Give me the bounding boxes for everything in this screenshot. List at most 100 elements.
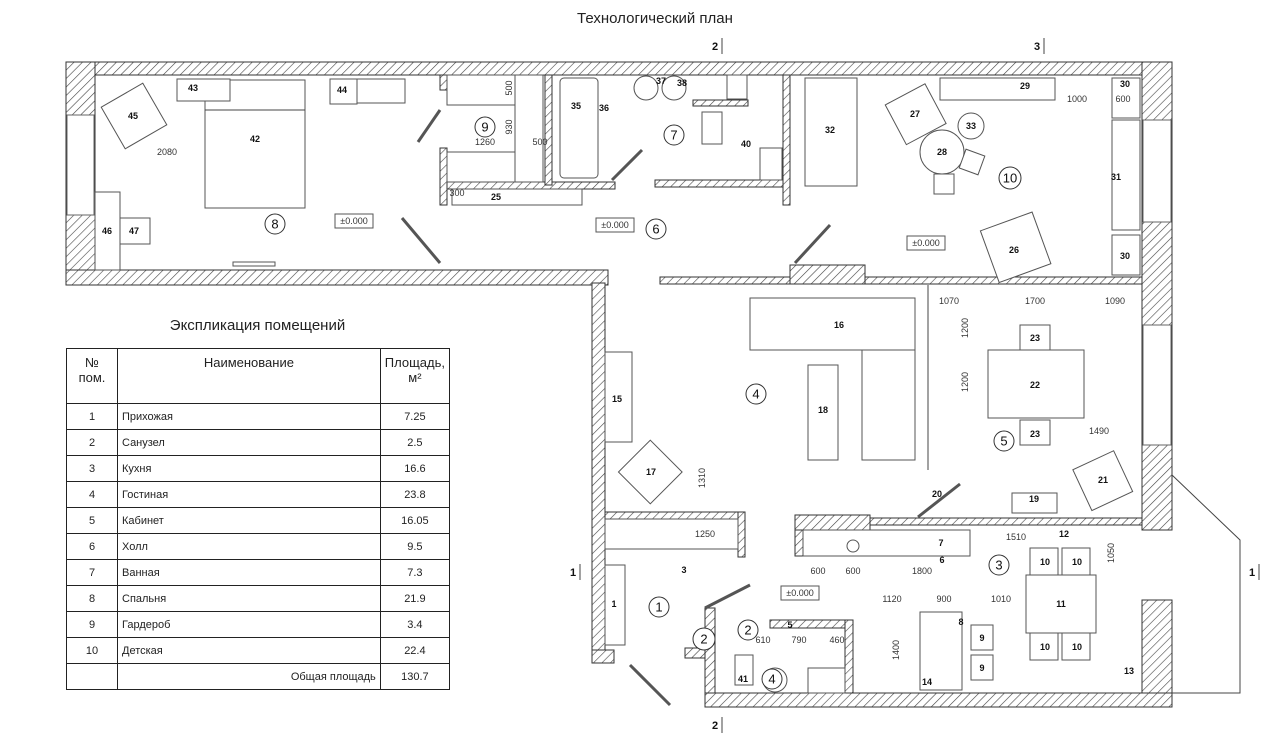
coffee-table — [807, 364, 839, 461]
room-mark-circle — [648, 596, 670, 618]
window — [1142, 119, 1172, 223]
bathtub — [559, 77, 599, 179]
furniture-mark: 17 — [646, 467, 656, 477]
bar-stool — [970, 624, 994, 651]
cell-area: 16.6 — [379, 455, 451, 482]
wall-bath-bottom — [654, 179, 786, 188]
section-mark: 1 — [1249, 567, 1255, 579]
dimension-label: 900 — [936, 594, 951, 604]
door-entrance[interactable] — [628, 663, 672, 707]
wall-kitchen-pier — [794, 514, 871, 531]
dimension-label: 1010 — [991, 594, 1011, 604]
dimension-label: 1260 — [475, 137, 495, 147]
dimension-label: 1510 — [1006, 532, 1026, 542]
cell-num: 6 — [66, 533, 118, 560]
furniture-mark: 26 — [1009, 245, 1019, 255]
room-mark-circle — [988, 554, 1010, 576]
cell-num: 7 — [66, 559, 118, 586]
room-mark-circle — [745, 383, 767, 405]
cell-num: 10 — [66, 637, 118, 664]
toilet — [701, 111, 723, 145]
cell-num: 3 — [66, 455, 118, 482]
wall-wc-left — [704, 607, 716, 699]
dimension-label-vertical: 1310 — [697, 468, 707, 488]
armchair — [617, 439, 683, 505]
level-mark: ±0.000 — [340, 216, 367, 226]
furniture-mark: 25 — [491, 192, 501, 202]
door-bath[interactable] — [610, 148, 644, 182]
furniture-mark: 33 — [966, 121, 976, 131]
level-mark-box — [906, 235, 946, 251]
chair — [1061, 547, 1091, 576]
furniture-mark: 3 — [681, 565, 686, 575]
nightstand — [176, 78, 231, 102]
shelf-29 — [939, 77, 1056, 101]
room-mark: 7 — [670, 128, 677, 143]
room-mark: 8 — [271, 217, 278, 232]
furniture-mark: 13 — [1124, 666, 1134, 676]
level-mark: ±0.000 — [786, 588, 813, 598]
kids-bed — [804, 77, 858, 187]
furniture-mark: 29 — [1020, 81, 1030, 91]
cell-name: Прихожая — [117, 403, 381, 430]
furniture-mark: 20 — [932, 489, 942, 499]
section-mark: 2 — [712, 720, 718, 732]
furniture-mark: 14 — [922, 677, 932, 687]
cell-area: 9.5 — [379, 533, 451, 560]
furniture-mark: 16 — [834, 320, 844, 330]
stool — [933, 173, 955, 195]
plan-title: Технологический план — [577, 10, 733, 27]
room-mark: 4 — [752, 387, 759, 402]
dimension-label: 1700 — [1025, 296, 1045, 306]
wall-bedroom-bottom — [65, 269, 609, 286]
door-wc[interactable] — [704, 583, 751, 610]
room-mark-circle — [692, 627, 716, 651]
cell-area: 2.5 — [379, 429, 451, 456]
door-kids[interactable] — [793, 223, 832, 265]
walls — [65, 61, 1241, 708]
section-mark: 1 — [570, 567, 576, 579]
furniture-mark: 15 — [612, 394, 622, 404]
furniture-mark: 8 — [958, 617, 963, 627]
col-area-label: Площадь, — [384, 355, 445, 370]
furniture-mark: 10 — [1040, 642, 1050, 652]
wc-cabinet — [807, 667, 846, 694]
door-closet[interactable] — [416, 109, 442, 143]
dimension-label: 1800 — [912, 566, 932, 576]
room-mark: 10 — [1003, 171, 1017, 186]
room-mark-circle — [645, 218, 667, 240]
armchair-21 — [1072, 450, 1134, 512]
cell-name: Ванная — [117, 559, 381, 586]
furniture-mark: 27 — [910, 109, 920, 119]
furniture-mark: 31 — [1111, 172, 1121, 182]
washer — [726, 74, 748, 100]
level-mark-box — [780, 585, 820, 601]
wall-right-lower — [1141, 599, 1173, 694]
dimension-label: 600 — [845, 566, 860, 576]
room-mark: 9 — [481, 120, 488, 135]
section-mark: 2 — [712, 41, 718, 53]
total-value: 130.7 — [379, 663, 451, 690]
balcony-outline — [1171, 474, 1241, 694]
furniture-mark: 23 — [1030, 429, 1040, 439]
wall-bottom — [704, 692, 1173, 708]
cell-area: 23.8 — [379, 481, 451, 508]
room-mark-circle — [761, 668, 783, 690]
chair — [1029, 632, 1059, 661]
furniture-mark: 19 — [1029, 494, 1039, 504]
doors — [400, 109, 961, 707]
door-bedroom[interactable] — [400, 217, 442, 264]
dimension-label: 790 — [791, 635, 806, 645]
furniture-mark: 28 — [937, 147, 947, 157]
dimension-label: 1250 — [695, 529, 715, 539]
dimension-label: 1090 — [1105, 296, 1125, 306]
door-kitchen[interactable] — [917, 482, 961, 519]
furniture-mark: 45 — [128, 111, 138, 121]
furniture-mark: 22 — [1030, 380, 1040, 390]
wall-wc-top — [769, 619, 853, 629]
furniture-mark: 32 — [825, 125, 835, 135]
wall-closet-bottom — [446, 181, 616, 190]
